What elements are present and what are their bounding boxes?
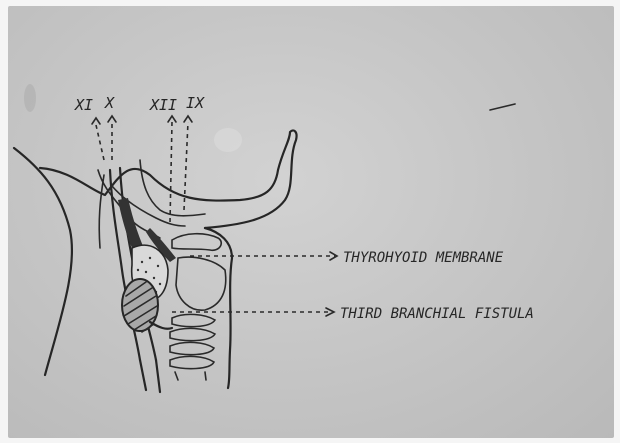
trachea-ring [170,328,215,340]
nerve-ix-arrow [184,116,192,122]
thyrohyoid-membrane-label: THYROHYOID MEMBRANE [343,250,504,266]
nerve-ix-label: IX [186,94,205,112]
photo-blemish [214,128,242,152]
third-branchial-fistula-label: THIRD BRANCHIAL FISTULA [340,306,534,322]
hyoid-bone [172,234,221,251]
neck-back-outline [14,148,72,375]
trachea-ring [170,356,214,368]
vessel [140,160,205,216]
trachea-ring [172,314,215,326]
nerve-xi-arrow [92,118,100,124]
pen-mark [490,104,515,110]
thyrohyoid-arrowhead [330,252,337,260]
nerve-x-arrow [108,116,116,122]
nerve-x-label: X [104,94,115,112]
photo-blemish [24,84,36,112]
trachea-ring [175,372,206,380]
nerve-xi-leader [96,125,104,160]
nerve-xii-label: XII [149,96,177,114]
nerve-xii-arrow [168,116,176,122]
nerve-xi-label: XI [74,96,93,114]
nerve-xii-leader [170,122,172,222]
vessel [99,175,104,248]
vessel [140,360,160,392]
trachea-ring [170,342,214,354]
thyroid-cartilage [176,257,226,310]
